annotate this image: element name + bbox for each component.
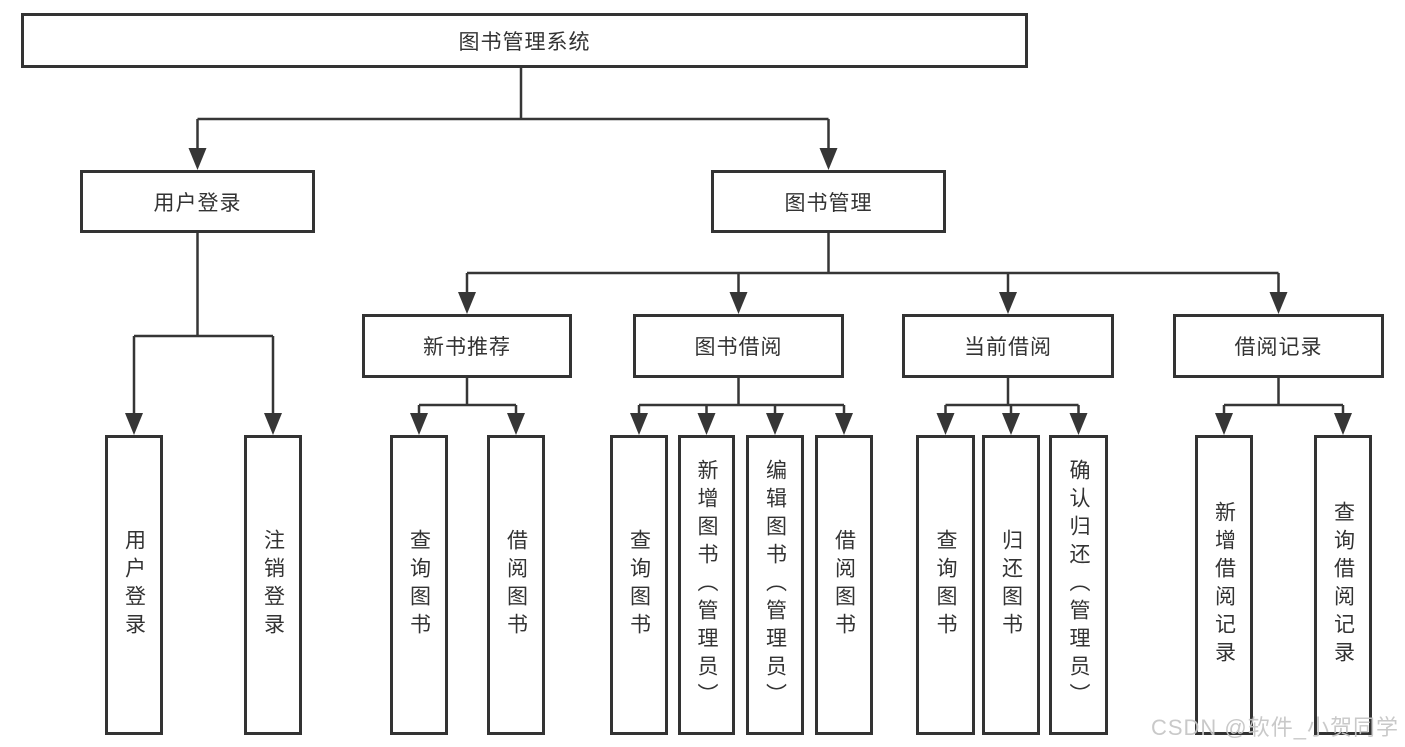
leaf-add-borrow-record: 新增借阅记录	[1195, 435, 1253, 735]
arrowheads	[125, 148, 1352, 435]
node-book-borrowing: 图书借阅	[633, 314, 844, 378]
leaf-query-books-borrow: 查询图书	[610, 435, 668, 735]
csdn-watermark: CSDN @软件_小贺同学	[1150, 715, 1399, 740]
leaf-edit-books-admin: 编辑图书（管理员）	[746, 435, 804, 735]
node-book-management: 图书管理	[711, 170, 946, 233]
leaf-confirm-return-admin: 确认归还（管理员）	[1049, 435, 1108, 735]
leaf-query-books-current: 查询图书	[916, 435, 975, 735]
leaf-query-books-recommend: 查询图书	[390, 435, 448, 735]
leaf-user-login: 用户登录	[105, 435, 163, 735]
node-borrowing-records: 借阅记录	[1173, 314, 1384, 378]
leaf-query-borrow-record: 查询借阅记录	[1314, 435, 1372, 735]
node-user-login: 用户登录	[80, 170, 315, 233]
leaf-borrow-books: 借阅图书	[815, 435, 873, 735]
connector-login-to-leaves	[132, 233, 275, 416]
leaf-borrow-books-recommend: 借阅图书	[487, 435, 545, 735]
leaf-add-books-admin: 新增图书（管理员）	[678, 435, 735, 735]
node-root-library-management-system: 图书管理系统	[21, 13, 1028, 68]
node-current-borrowing: 当前借阅	[902, 314, 1114, 378]
connector-history-to-leaves	[1222, 378, 1345, 416]
node-new-book-recommendation: 新书推荐	[362, 314, 572, 378]
connector-current-to-leaves	[944, 378, 1080, 416]
connector-mgmt-to-level3	[465, 233, 1280, 295]
leaf-logout: 注销登录	[244, 435, 302, 735]
connector-recommend-to-leaves	[417, 378, 518, 416]
connector-borrow-to-leaves	[637, 378, 846, 416]
connector-root-to-level2	[196, 68, 830, 150]
leaf-return-books: 归还图书	[982, 435, 1040, 735]
